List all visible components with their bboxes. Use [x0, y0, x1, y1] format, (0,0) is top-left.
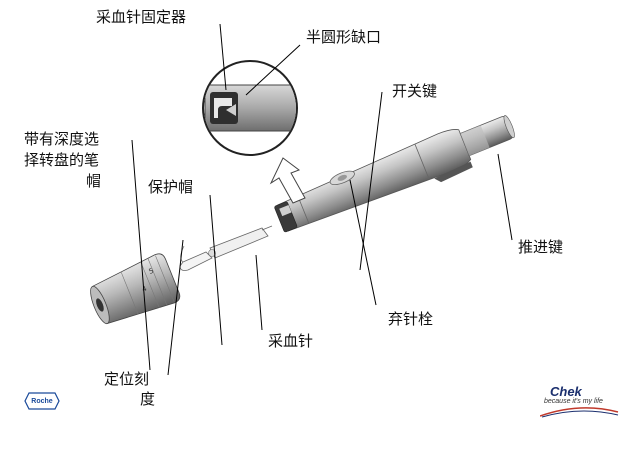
- roche-logo: Roche: [24, 392, 60, 410]
- label-cap-with-dial-line3: 帽: [86, 172, 102, 190]
- brand-swoosh-icon: [540, 407, 619, 418]
- lancet-part: [208, 225, 273, 259]
- label-cap-with-dial-line2: 择转盘的笔: [24, 151, 100, 169]
- label-lancet-holder: 采血针固定器: [96, 8, 187, 26]
- dial-number-5: 5: [148, 267, 155, 276]
- leader-lines: [131, 23, 513, 376]
- zoom-arrow: [269, 157, 306, 204]
- label-protective-cap: 保护帽: [148, 178, 194, 196]
- label-position-mark-line1: 定位刻: [104, 370, 150, 388]
- cap-with-dial: 4 5: [90, 253, 181, 325]
- protective-cap-part: [179, 245, 213, 271]
- brand-name: Chek: [550, 384, 582, 399]
- dial-number-4: 4: [141, 284, 149, 293]
- label-switch-key: 开关键: [392, 82, 438, 100]
- accu-chek-logo: Chek because it's my life: [540, 384, 620, 424]
- label-push-key: 推进键: [518, 238, 564, 256]
- label-lancet: 采血针: [268, 332, 314, 350]
- zoom-detail: [202, 60, 298, 156]
- label-eject-bolt: 弃针栓: [388, 310, 434, 328]
- brand-tagline: because it's my life: [544, 398, 603, 405]
- pen-body: [274, 115, 515, 233]
- label-position-mark-line2: 度: [140, 390, 156, 408]
- roche-logo-text: Roche: [31, 397, 53, 405]
- label-cap-with-dial-line1: 带有深度选: [24, 130, 100, 148]
- label-semicircle-notch: 半圆形缺口: [306, 28, 382, 46]
